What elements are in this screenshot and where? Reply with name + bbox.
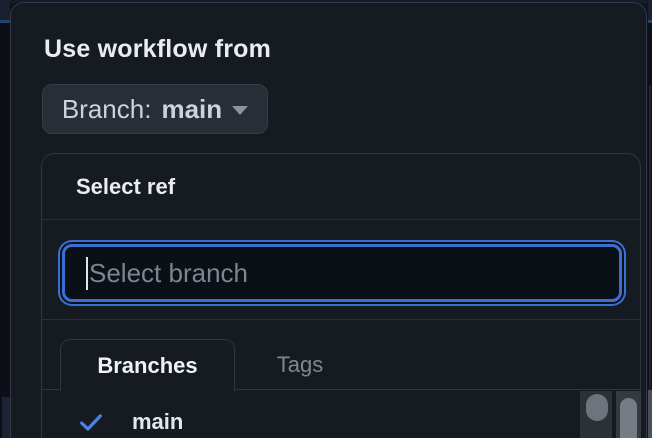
branch-search-input[interactable] [65, 247, 619, 299]
chevron-down-icon [232, 106, 249, 115]
ref-selector-panel: Select ref Branches Tags main [41, 153, 641, 438]
page-edge-top [0, 0, 652, 3]
ref-type-tabs: Branches Tags [42, 320, 640, 391]
branch-search-field [62, 244, 622, 302]
list-scrollbar-thumb[interactable] [586, 394, 608, 421]
page-edge-left-bottom-highlight [2, 397, 10, 438]
ref-list-item-main[interactable]: main [42, 391, 640, 438]
ref-list: main [42, 391, 640, 438]
page-scrollbar-thumb[interactable] [648, 390, 652, 438]
check-icon [80, 414, 102, 431]
page-edge-right-blue-line [648, 20, 652, 23]
tab-branches[interactable]: Branches [60, 339, 235, 391]
run-workflow-dropdown: Use workflow from Branch: main Select re… [10, 2, 647, 438]
ref-selector-title: Select ref [76, 173, 176, 199]
page-scrollbar-track [649, 85, 651, 390]
page-edge-left-blue-line [0, 20, 10, 23]
branch-button-value: main [161, 93, 223, 124]
dropdown-scrollbar-thumb[interactable] [620, 398, 637, 438]
ref-selector-header: Select ref [42, 154, 640, 220]
branch-button-label: Branch: [61, 93, 152, 124]
page-edge-left-highlight [0, 0, 10, 20]
page-edge-right-highlight [648, 0, 652, 20]
dialog-title: Use workflow from [44, 35, 272, 63]
text-cursor [86, 257, 88, 290]
tab-tags[interactable]: Tags [276, 352, 324, 377]
branch-selector-button[interactable]: Branch: main [42, 84, 268, 134]
tabs-divider [42, 389, 640, 390]
page-edge-left [0, 0, 10, 438]
search-section [42, 220, 640, 320]
ref-item-label: main [132, 409, 184, 434]
